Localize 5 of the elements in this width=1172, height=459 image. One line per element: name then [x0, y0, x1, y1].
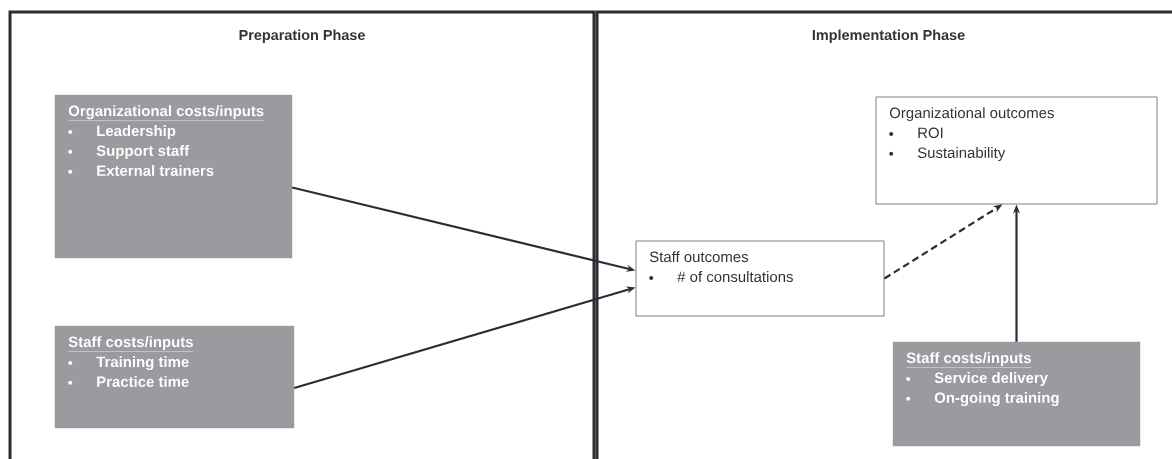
outcome-box: Staff outcomes # of consultations	[635, 240, 885, 317]
cost-box: Staff costs/inputs Training time Practice time	[54, 325, 295, 429]
outcome-box: Organizational outcomes ROI Sustainability	[875, 96, 1158, 205]
cost-box: Organizational costs/inputs Leadership Support staff External trainers	[54, 94, 293, 259]
cost-box: Staff costs/inputs Service delivery On-going training	[892, 341, 1141, 447]
